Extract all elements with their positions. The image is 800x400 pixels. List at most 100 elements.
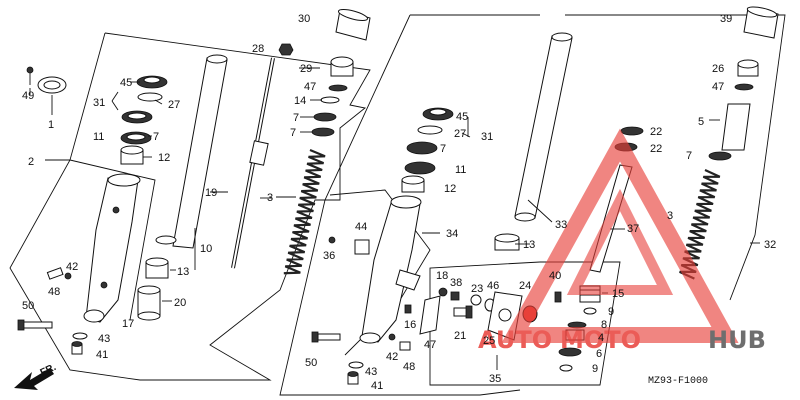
callout-5: 5: [698, 116, 704, 128]
watermark-auto: AUTO: [478, 326, 552, 354]
callout-21: 21: [454, 330, 466, 342]
callout-50-right: 50: [305, 357, 317, 369]
callout-11-left: 11: [93, 131, 104, 143]
callout-35: 35: [489, 373, 501, 385]
bracket-47: [419, 295, 441, 335]
bolt-50: [17, 319, 53, 331]
callout-40: 40: [549, 270, 561, 282]
callout-22a: 22: [650, 126, 662, 138]
callout-29: 29: [300, 63, 312, 75]
callout-49: 49: [22, 90, 34, 102]
callout-42-left: 42: [66, 261, 78, 273]
callout-13-right: 13: [523, 239, 535, 251]
callout-41-right: 41: [371, 380, 383, 392]
washer-23: [470, 294, 482, 306]
diagram-code: MZ93-F1000: [648, 376, 708, 387]
band-39: [743, 6, 779, 39]
callout-46: 46: [487, 280, 499, 292]
callout-12-left: 12: [158, 152, 170, 164]
callout-7-left: 7: [153, 131, 159, 143]
callout-15: 15: [612, 288, 624, 300]
callout-42-right: 42: [386, 351, 398, 363]
watermark-triangle: [501, 128, 739, 343]
callout-7-right: 7: [440, 143, 446, 155]
screw-16: [404, 304, 412, 314]
callouts-left: 49 1 2 45 31 27 11 7 12 28 29 47 14 7 7 …: [22, 13, 316, 361]
callout-31-right: 31: [481, 131, 493, 143]
callout-25: 25: [483, 335, 495, 347]
callout-7b: 7: [293, 112, 299, 124]
screw-42-right: [388, 333, 396, 341]
bolt-41-right: [347, 371, 359, 385]
clamp-1: [37, 76, 67, 94]
spacer-7b: [311, 127, 335, 137]
bolt-18: [438, 287, 448, 297]
clip-27: [137, 92, 163, 102]
callout-47-left: 47: [304, 81, 316, 93]
washer-43: [72, 332, 88, 340]
callout-7c: 7: [290, 127, 296, 139]
callout-48-right: 48: [403, 361, 415, 373]
callout-30: 30: [298, 13, 310, 25]
bushing-13: [145, 257, 169, 279]
callout-37: 37: [627, 223, 639, 235]
callouts-right: 45 27 31 7 11 12 33 13 44 34 36 18 38 23…: [305, 13, 776, 392]
callout-33: 33: [555, 219, 567, 231]
callout-38: 38: [450, 277, 462, 289]
watermark: AUTO MOTO HUB: [478, 128, 766, 354]
leader-lines: [29, 67, 760, 370]
o-ring-47: [328, 84, 348, 92]
fork-slider-34: [359, 195, 422, 344]
callout-27-right: 27: [454, 128, 466, 140]
callout-43-left: 43: [98, 333, 110, 345]
bushing-12: [120, 145, 144, 165]
cap-29: [330, 56, 354, 77]
callout-28: 28: [252, 43, 264, 55]
watermark-hub: HUB: [708, 326, 766, 354]
ring-22a: [620, 126, 644, 136]
callout-31-left: 31: [93, 97, 105, 109]
callout-4: 4: [598, 332, 604, 344]
callout-10: 10: [200, 243, 212, 255]
ring-7-right: [406, 141, 438, 155]
ring-6: [558, 347, 582, 357]
left-assembly-outline: [9, 32, 371, 381]
washer-11-right: [404, 161, 436, 175]
fork-slider: [83, 173, 141, 323]
callout-27-left: 27: [168, 99, 180, 111]
callout-16: 16: [404, 319, 416, 331]
right-assembly-outline: [279, 14, 786, 396]
washer-48-right: [399, 341, 411, 351]
callout-3-left: 3: [267, 192, 273, 204]
callout-24: 24: [519, 280, 531, 292]
callout-48-left: 48: [48, 286, 60, 298]
callout-45-left: 45: [120, 77, 132, 89]
o-ring-47-right: [734, 83, 754, 91]
callout-26: 26: [712, 63, 724, 75]
inner-tube-33: [514, 32, 573, 222]
callout-39: 39: [720, 13, 732, 25]
bushing-44: [354, 239, 370, 255]
collar-20: [137, 285, 161, 321]
band-30: [335, 9, 371, 41]
right-parts: [311, 6, 779, 385]
callout-13-left: 13: [177, 266, 189, 278]
front-direction-label: FR.: [39, 362, 58, 379]
clip-9a: [583, 307, 597, 315]
bolt-38: [450, 291, 460, 301]
nut-28: [278, 43, 294, 56]
callout-34: 34: [446, 228, 458, 240]
callout-1: 1: [48, 119, 54, 131]
callout-45-right: 45: [456, 111, 468, 123]
seal-45-right: [422, 107, 454, 121]
washer-7-right: [708, 151, 732, 161]
callout-18: 18: [436, 270, 448, 282]
callout-7-right-b: 7: [686, 150, 692, 162]
callout-12-right: 12: [444, 183, 456, 195]
bushing-12-right: [401, 175, 425, 193]
washer-48: [46, 267, 64, 280]
clip-27-right: [417, 125, 443, 135]
screw-36: [328, 236, 336, 244]
callout-36: 36: [323, 250, 335, 262]
